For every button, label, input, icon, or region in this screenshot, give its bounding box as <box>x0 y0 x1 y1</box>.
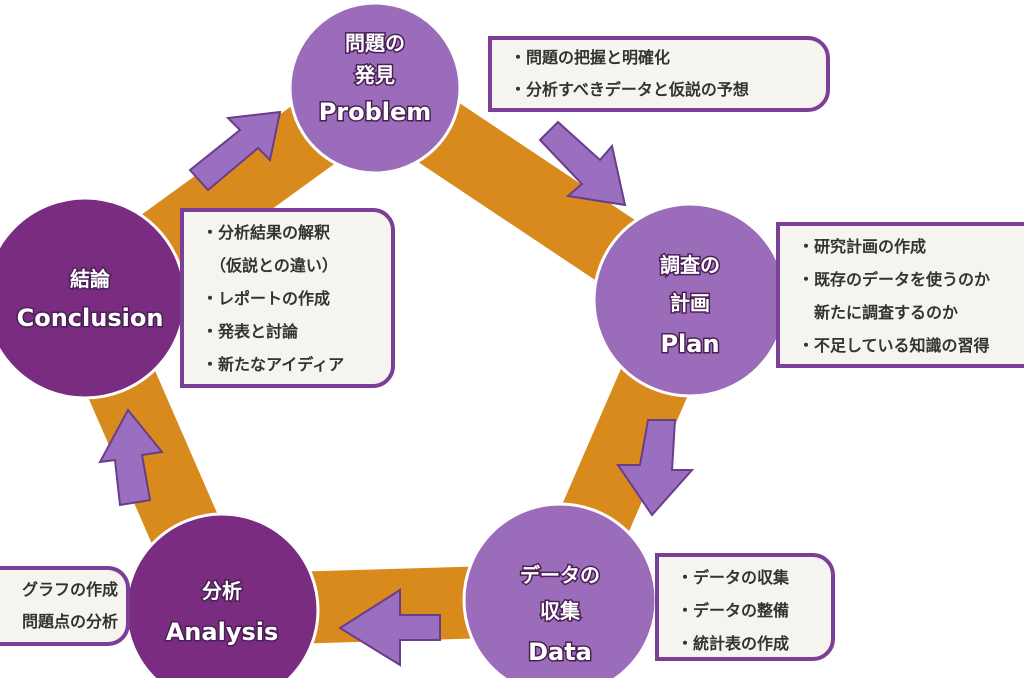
problem-title-1: 問題の <box>345 31 405 55</box>
data-title-2: 収集 <box>540 599 581 623</box>
note-item: ・データの収集 <box>677 568 790 587</box>
note-item: ・研究計画の作成 <box>798 237 927 256</box>
analysis-title-2: Analysis <box>166 618 279 646</box>
problem-title-2: 発見 <box>354 63 395 87</box>
plan-title-1: 調査の <box>660 253 720 277</box>
note-item: ・発表と討論 <box>202 322 299 341</box>
analysis-notes: グラフの作成 問題点の分析 <box>0 566 130 646</box>
note-item: ・データの整備 <box>677 601 790 620</box>
conclusion-title-2: Conclusion <box>17 304 164 332</box>
arrow-plan-to-data <box>616 419 695 517</box>
note-item: ・新たなアイディア <box>202 355 345 374</box>
note-item: ・統計表の作成 <box>677 634 790 653</box>
data-title-3: Data <box>528 638 592 666</box>
note-item: ・既存のデータを使うのか <box>798 270 991 289</box>
note-item: （仮説との違い） <box>202 256 338 275</box>
plan-title-2: 計画 <box>670 291 710 315</box>
note-item: ・不足している知識の習得 <box>798 336 990 355</box>
arrow-problem-to-plan <box>538 120 627 207</box>
circle-conclusion <box>0 196 187 400</box>
note-item: グラフの作成 <box>21 580 118 599</box>
problem-notes: ・問題の把握と明確化 ・分析すべきデータと仮説の予想 <box>488 36 830 112</box>
conclusion-title-1: 結論 <box>70 267 111 291</box>
note-item: 新たに調査するのか <box>798 303 959 322</box>
note-item: ・分析すべきデータと仮説の予想 <box>510 80 749 99</box>
note-item: ・問題の把握と明確化 <box>510 48 671 67</box>
note-item: ・分析結果の解釈 <box>202 223 331 242</box>
conclusion-notes: ・分析結果の解釈 （仮説との違い） ・レポートの作成 ・発表と討論 ・新たなアイ… <box>180 208 395 388</box>
plan-title-3: Plan <box>660 330 719 358</box>
arrow-data-to-analysis <box>338 588 441 667</box>
data-title-1: データの <box>520 563 600 587</box>
arrow-analysis-to-conclusion <box>98 408 164 507</box>
circle-problem <box>288 1 462 175</box>
problem-title-3: Problem <box>319 98 432 126</box>
plan-notes: ・研究計画の作成 ・既存のデータを使うのか 新たに調査するのか ・不足している知… <box>776 222 1024 368</box>
arrow-conclusion-to-problem <box>188 110 282 192</box>
note-item: 問題点の分析 <box>21 612 118 631</box>
analysis-title-1: 分析 <box>202 579 242 603</box>
note-item: ・レポートの作成 <box>202 289 331 308</box>
data-notes: ・データの収集 ・データの整備 ・統計表の作成 <box>655 553 835 661</box>
